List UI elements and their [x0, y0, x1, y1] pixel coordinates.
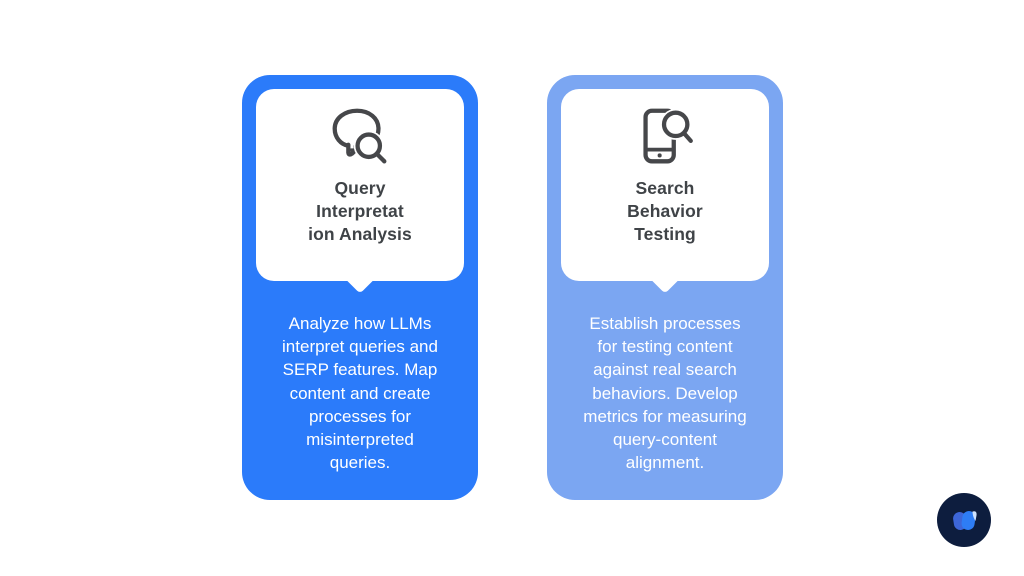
card-query-interpretation-analysis: Query Interpretat ion Analysis Analyze h…	[242, 75, 478, 500]
card-description: Establish processes for testing content …	[583, 314, 747, 473]
card-description: Analyze how LLMs interpret queries and S…	[282, 314, 438, 473]
card-title: Search Behavior Testing	[627, 178, 703, 244]
brand-logo	[936, 492, 992, 548]
chat-search-icon	[324, 101, 396, 173]
logo-w-mark	[953, 511, 977, 530]
card-header-bubble: Query Interpretat ion Analysis	[256, 89, 464, 294]
card-search-behavior-testing: Search Behavior Testing Establish proces…	[547, 75, 783, 500]
card-title: Query Interpretat ion Analysis	[308, 178, 412, 244]
phone-search-icon	[629, 101, 701, 173]
card-header-bubble: Search Behavior Testing	[561, 89, 769, 294]
